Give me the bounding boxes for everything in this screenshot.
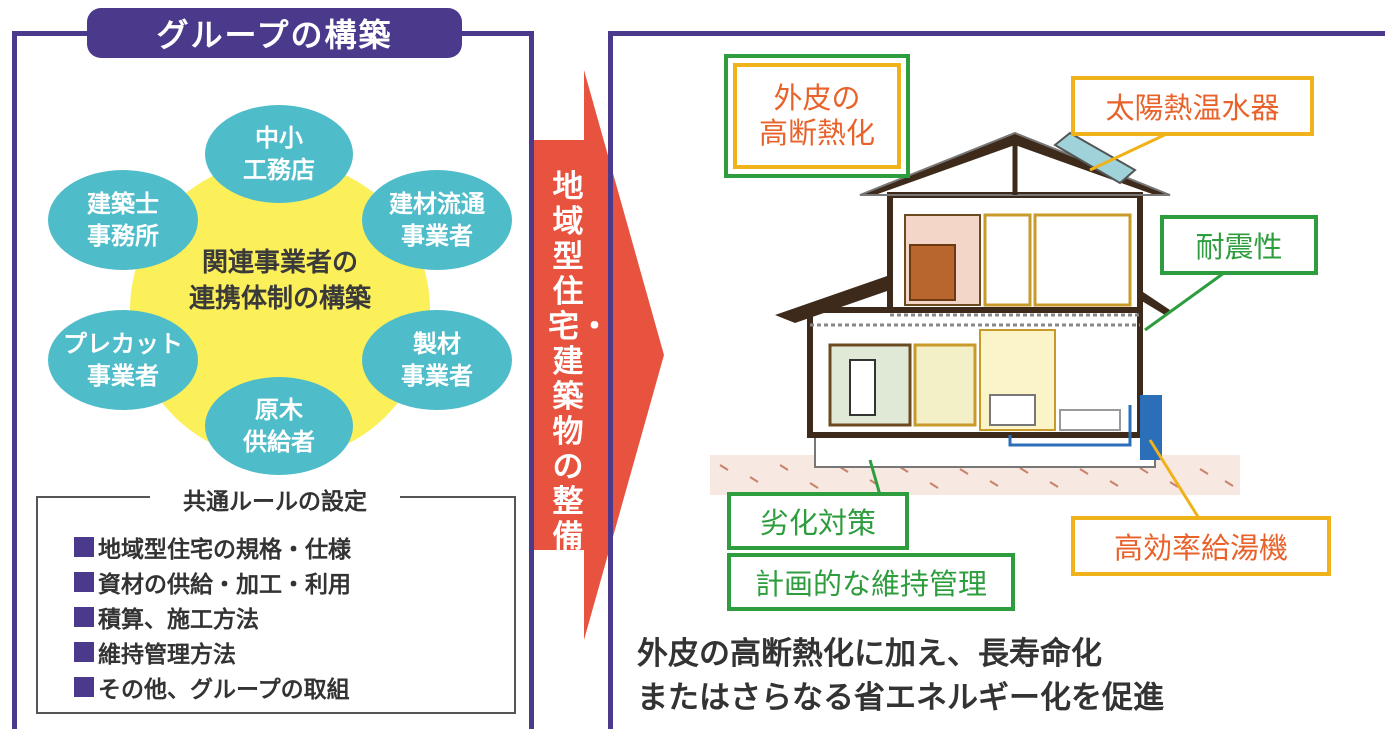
petal-label: 事務所 — [87, 222, 159, 250]
caption-line-2: またはさらなる省エネルギー化を促進 — [637, 680, 1164, 716]
rule-item: 地域型住宅の規格・仕様 — [74, 530, 351, 564]
rule-item: 維持管理方法 — [74, 635, 236, 669]
solar-water-heater-label: 太陽熱温水器 — [1071, 76, 1314, 136]
rule-item: 積算、施工方法 — [74, 600, 259, 634]
rules-box — [36, 496, 516, 714]
left-panel-top-border-right — [458, 31, 534, 36]
rule-item: その他、グループの取組 — [74, 670, 350, 704]
petal-label: 工務店 — [243, 156, 315, 184]
petal-precut: プレカット 事業者 — [48, 310, 198, 410]
left-panel-top-border-left — [12, 31, 92, 36]
rule-text: 地域型住宅の規格・仕様 — [98, 537, 351, 563]
left-panel-right-border — [529, 31, 534, 729]
petal-label: 供給者 — [243, 428, 315, 456]
water-heater-label: 高効率給湯機 — [1071, 516, 1331, 576]
caption-line-1: 外皮の高断熱化に加え、長寿命化 — [637, 636, 1102, 672]
rule-text: 資材の供給・加工・利用 — [98, 572, 351, 598]
petal-label: 原木 — [255, 395, 303, 424]
petal-sawmill: 製材 事業者 — [362, 310, 512, 410]
bullet-square-icon — [74, 607, 94, 627]
flow-arrow — [534, 70, 664, 640]
bullet-square-icon — [74, 572, 94, 592]
rule-item: 資材の供給・加工・利用 — [74, 565, 351, 599]
petal-label: 中小 — [255, 123, 303, 152]
core-line-1: 関連事業者の — [201, 248, 358, 278]
petal-label: 事業者 — [401, 222, 473, 250]
rule-text: その他、グループの取組 — [98, 677, 350, 703]
bullet-square-icon — [74, 642, 94, 662]
insulation-line-1: 外皮の — [773, 81, 861, 116]
petal-label: 事業者 — [401, 362, 473, 390]
left-panel-left-border — [12, 31, 17, 729]
petal-label: 建築士 — [87, 189, 159, 218]
right-panel-top-border — [608, 31, 1385, 36]
rule-text: 維持管理方法 — [98, 642, 236, 668]
core-line-2: 連携体制の構築 — [188, 284, 371, 315]
petal-label: プレカット — [63, 329, 183, 358]
petal-label: 製材 — [413, 329, 461, 358]
bullet-square-icon — [74, 677, 94, 697]
petal-log-supplier: 原木 供給者 — [205, 377, 353, 475]
house-illustration — [710, 131, 1240, 495]
rule-text: 積算、施工方法 — [98, 607, 259, 633]
petal-label: 事業者 — [87, 362, 159, 390]
petal-label: 建材流通 — [389, 189, 485, 218]
petal-contractor: 中小 工務店 — [205, 105, 353, 203]
bullet-square-icon — [74, 537, 94, 557]
petal-architect: 建築士 事務所 — [48, 170, 198, 270]
core-text: 関連事業者の 連携体制の構築 — [160, 245, 400, 318]
right-panel-left-border — [608, 31, 613, 729]
maintenance-label: 計画的な維持管理 — [727, 553, 1015, 611]
insulation-line-2: 高断熱化 — [758, 116, 875, 150]
seismic-label: 耐震性 — [1160, 215, 1318, 275]
insulation-label: 外皮の 高断熱化 — [733, 63, 901, 169]
deterioration-label: 劣化対策 — [727, 492, 909, 550]
petal-material-distributor: 建材流通 事業者 — [362, 170, 512, 270]
group-title: グループの構築 — [87, 8, 462, 58]
rules-title: 共通ルールの設定 — [150, 482, 400, 516]
